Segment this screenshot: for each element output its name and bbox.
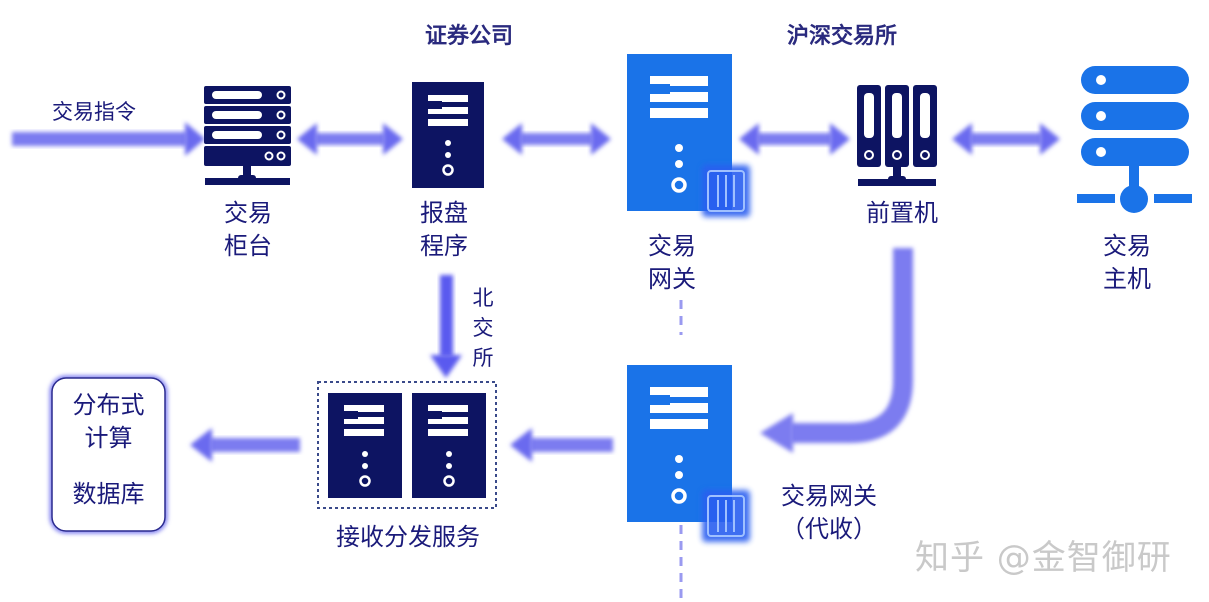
label-bse-line3: 所 bbox=[472, 346, 494, 370]
frontend-server-icon bbox=[857, 85, 937, 186]
arrow-frontend-host bbox=[952, 123, 1060, 155]
label-bse-line1: 北 bbox=[472, 286, 494, 310]
label-report: 报盘 程序 bbox=[414, 197, 474, 263]
arrow-counter-report bbox=[297, 123, 403, 155]
label-gateway2-line2: （代收） bbox=[781, 515, 877, 543]
label-host-line2: 主机 bbox=[1103, 265, 1151, 293]
label-host-line1: 交易 bbox=[1103, 232, 1151, 260]
database-box bbox=[49, 375, 168, 534]
label-bse: 北 交 所 bbox=[469, 283, 497, 373]
label-bse-line2: 交 bbox=[472, 316, 494, 340]
arrow-frontend-curve bbox=[760, 248, 913, 453]
label-gateway2: 交易网关 （代收） bbox=[768, 480, 890, 546]
arrow-report-to-dispatch bbox=[430, 275, 462, 378]
label-instruction: 交易指令 bbox=[52, 100, 136, 124]
label-gateway2-line1: 交易网关 bbox=[781, 482, 877, 510]
label-gateway-line1: 交易 bbox=[648, 232, 696, 260]
arrow-gateway-frontend bbox=[739, 123, 850, 155]
label-gateway: 交易 网关 bbox=[642, 230, 702, 296]
watermark: 知乎 @金智御研 bbox=[915, 538, 1172, 578]
arrow-gateway2-dispatch bbox=[510, 428, 613, 462]
dispatch-service-icon bbox=[317, 381, 497, 509]
label-database: 数据库 bbox=[72, 480, 145, 508]
label-counter-line1: 交易 bbox=[224, 199, 272, 227]
section-broker: 证券公司 bbox=[425, 24, 514, 49]
arrow-dispatch-db bbox=[190, 428, 300, 462]
label-host: 交易 主机 bbox=[1097, 230, 1157, 296]
report-server-icon bbox=[412, 82, 484, 188]
arrow-instruction bbox=[12, 122, 205, 156]
gateway2-server-icon bbox=[627, 365, 750, 542]
label-distributed: 分布式 计算 bbox=[52, 389, 165, 455]
label-frontend: 前置机 bbox=[866, 199, 938, 227]
label-distributed-line1: 分布式 bbox=[72, 391, 145, 419]
label-gateway-line2: 网关 bbox=[648, 265, 696, 293]
label-distributed-line2: 计算 bbox=[84, 424, 133, 452]
gateway-server-icon bbox=[627, 54, 750, 217]
section-exchange: 沪深交易所 bbox=[787, 24, 898, 49]
host-server-icon bbox=[1077, 66, 1192, 213]
label-report-line1: 报盘 bbox=[420, 199, 468, 227]
label-counter-line2: 柜台 bbox=[224, 232, 272, 260]
arrow-report-gateway bbox=[502, 123, 611, 155]
label-dispatch: 接收分发服务 bbox=[336, 523, 480, 551]
label-report-line2: 程序 bbox=[420, 232, 468, 260]
counter-server-icon bbox=[204, 86, 291, 185]
label-counter: 交易 柜台 bbox=[222, 197, 274, 263]
